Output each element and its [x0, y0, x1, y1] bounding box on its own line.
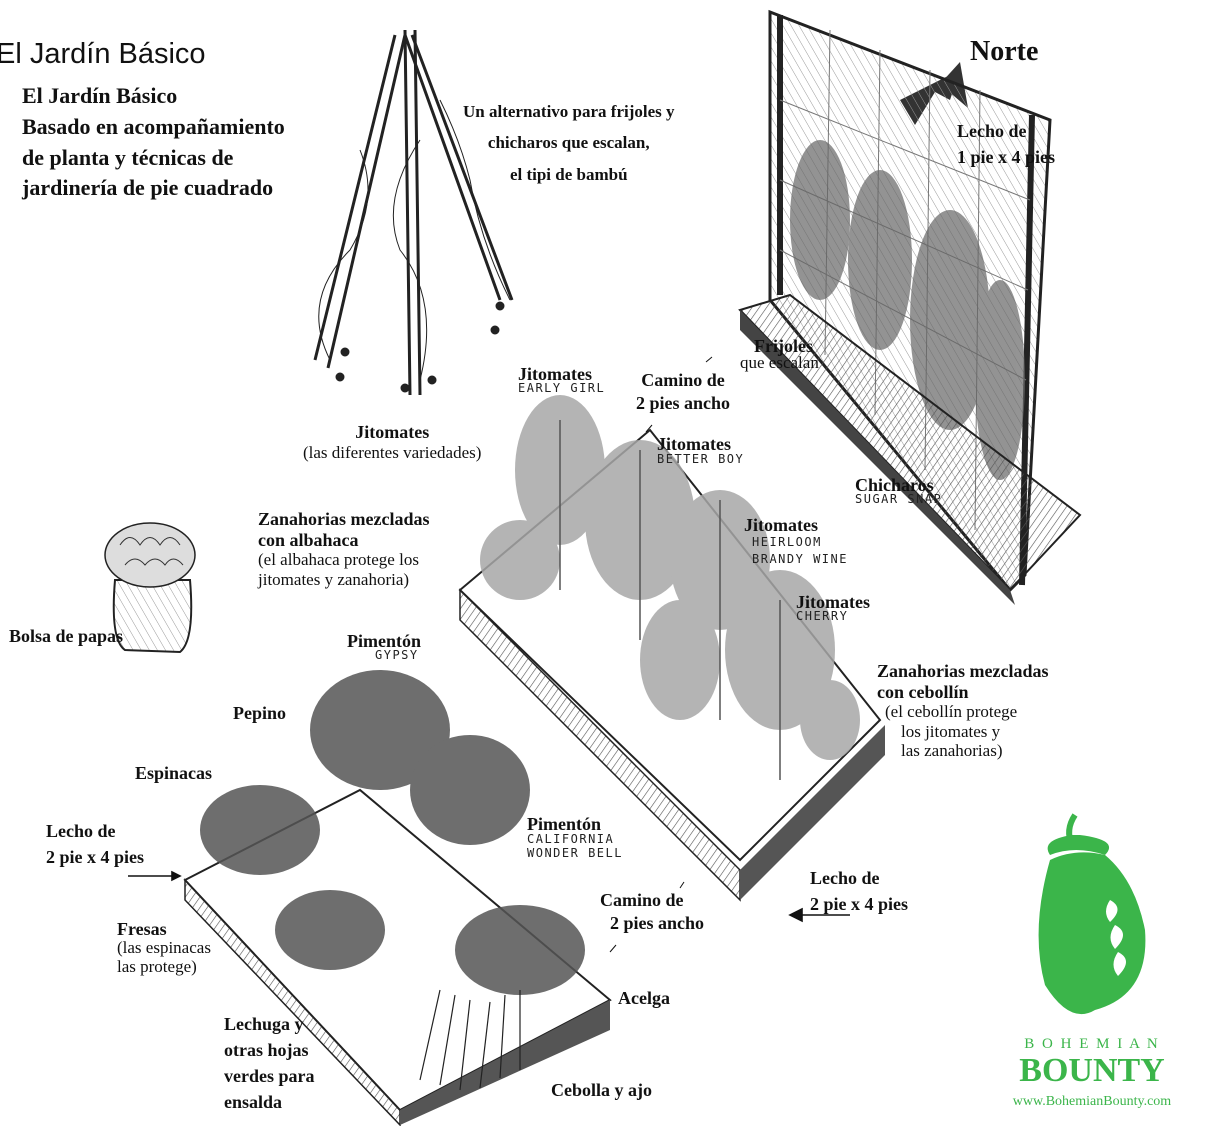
brand-logo: B O H E M I A N BOUNTY www.BohemianBount…: [972, 1036, 1212, 1110]
label-strawberries-note: las protege): [117, 957, 211, 977]
label-tomato-heirloom-name: Jitomates: [744, 515, 848, 536]
subtitle-line: Basado en acompañamiento: [22, 112, 285, 143]
label-lettuce: Lechuga y otras hojas verdes para ensald…: [224, 1011, 314, 1115]
label-carrots-basil-line: Zanahorias mezcladas: [258, 509, 430, 530]
brand-logo-line1: B O H E M I A N: [972, 1036, 1212, 1053]
label-tomato-better-boy-variety: BETTER BOY: [657, 453, 744, 467]
label-path-bottom-line: Camino de: [600, 889, 704, 912]
label-strawberries-name: Fresas: [117, 919, 211, 940]
label-tomato-early-girl: Jitomates EARLY GIRL: [518, 364, 605, 395]
label-pepper-gypsy-variety: GYPSY: [375, 649, 421, 663]
label-pepper-california-variety: CALIFORNIA: [527, 833, 623, 847]
label-tomato-cherry: Jitomates CHERRY: [796, 592, 870, 623]
label-frijoles: Frijoles que escalan: [740, 336, 819, 372]
label-tomatoes-general-note: (las diferentes variedades): [303, 443, 481, 463]
label-carrots-chives-line: Zanahorias mezcladas: [877, 661, 1049, 682]
label-carrots-basil: Zanahorias mezcladas con albahaca (el al…: [258, 509, 430, 589]
label-path-top-line: 2 pies ancho: [636, 392, 730, 415]
label-bed-left-line: 2 pie x 4 pies: [46, 844, 144, 870]
bamboo-tipi-drawing: [315, 30, 512, 395]
trellis-bed-label: Lecho de 1 pie x 4 pies: [957, 118, 1055, 170]
subtitle-line: jardinería de pie cuadrado: [22, 173, 285, 204]
tipi-caption-line: el tipi de bambú: [463, 159, 675, 190]
brand-logo-line2: BOUNTY: [972, 1054, 1212, 1088]
label-strawberries-note: (las espinacas: [117, 938, 211, 958]
label-cucumber: Pepino: [233, 703, 286, 724]
label-peas-variety: SUGAR SNAP: [855, 493, 942, 507]
label-carrots-chives-note: las zanahorias): [901, 741, 1049, 761]
label-carrots-basil-note: jitomates y zanahoria): [258, 570, 430, 590]
label-path-bottom-line: 2 pies ancho: [610, 912, 704, 935]
label-potato-bag: Bolsa de papas: [9, 626, 123, 647]
label-pepper-california: Pimentón CALIFORNIA WONDER BELL: [527, 814, 623, 861]
label-tomatoes-general-name: Jitomates: [303, 422, 481, 443]
label-carrots-chives-note: los jitomates y: [901, 722, 1049, 742]
subtitle-block: El Jardín Básico Basado en acompañamient…: [22, 81, 285, 204]
label-lettuce-line: ensalda: [224, 1089, 314, 1115]
subtitle-line: de planta y técnicas de: [22, 143, 285, 174]
label-chard: Acelga: [618, 988, 670, 1009]
label-tomato-heirloom-variety: BRANDY WINE: [752, 553, 848, 567]
label-carrots-chives: Zanahorias mezcladas con cebollín (el ce…: [877, 661, 1049, 761]
label-lettuce-line: otras hojas: [224, 1037, 314, 1063]
north-label: Norte: [970, 36, 1038, 68]
tipi-caption: Un alternativo para frijoles y chicharos…: [463, 96, 675, 190]
label-bed-left: Lecho de 2 pie x 4 pies: [46, 818, 144, 870]
label-path-bottom: Camino de 2 pies ancho: [600, 889, 704, 936]
label-tomato-heirloom-variety: HEIRLOOM: [752, 536, 848, 550]
label-bed-right-line: Lecho de: [810, 865, 908, 891]
label-carrots-chives-note: (el cebollín protege: [885, 702, 1049, 722]
label-pepper-gypsy: Pimentón GYPSY: [347, 631, 421, 662]
tipi-caption-line: chicharos que escalan,: [463, 127, 675, 158]
trellis-bed-label-line: Lecho de: [957, 118, 1055, 144]
label-tomato-heirloom: Jitomates HEIRLOOM BRANDY WINE: [744, 515, 848, 567]
label-tomato-early-girl-variety: EARLY GIRL: [518, 382, 605, 396]
label-spinach: Espinacas: [135, 763, 212, 784]
label-path-top-line: Camino de: [636, 369, 730, 392]
tipi-caption-line: Un alternativo para frijoles y: [463, 96, 675, 127]
label-bed-right: Lecho de 2 pie x 4 pies: [810, 865, 908, 917]
label-tomato-better-boy: Jitomates BETTER BOY: [657, 434, 744, 466]
label-bed-right-line: 2 pie x 4 pies: [810, 891, 908, 917]
label-peas: Chicharos SUGAR SNAP: [855, 475, 942, 506]
label-path-top: Camino de 2 pies ancho: [636, 369, 730, 416]
label-bed-left-line: Lecho de: [46, 818, 144, 844]
label-onion-garlic: Cebolla y ajo: [551, 1080, 652, 1101]
label-frijoles-note: que escalan: [740, 353, 819, 373]
label-strawberries: Fresas (las espinacas las protege): [117, 919, 211, 977]
pea-pod-logo-icon: [1039, 815, 1146, 1014]
brand-url-link[interactable]: www.BohemianBounty.com: [972, 1094, 1212, 1110]
label-pepper-california-variety: WONDER BELL: [527, 847, 623, 861]
label-carrots-chives-line: con cebollín: [877, 682, 1049, 703]
label-tomatoes-general: Jitomates (las diferentes variedades): [303, 422, 481, 462]
label-carrots-basil-note: (el albahaca protege los: [258, 550, 430, 570]
page-title: El Jardín Básico: [0, 38, 206, 71]
label-lettuce-line: verdes para: [224, 1063, 314, 1089]
label-carrots-basil-line: con albahaca: [258, 530, 430, 551]
tomato-bed-drawing: [460, 395, 885, 900]
label-lettuce-line: Lechuga y: [224, 1011, 314, 1037]
subtitle-line: El Jardín Básico: [22, 81, 285, 112]
trellis-bed-label-line: 1 pie x 4 pies: [957, 144, 1055, 170]
